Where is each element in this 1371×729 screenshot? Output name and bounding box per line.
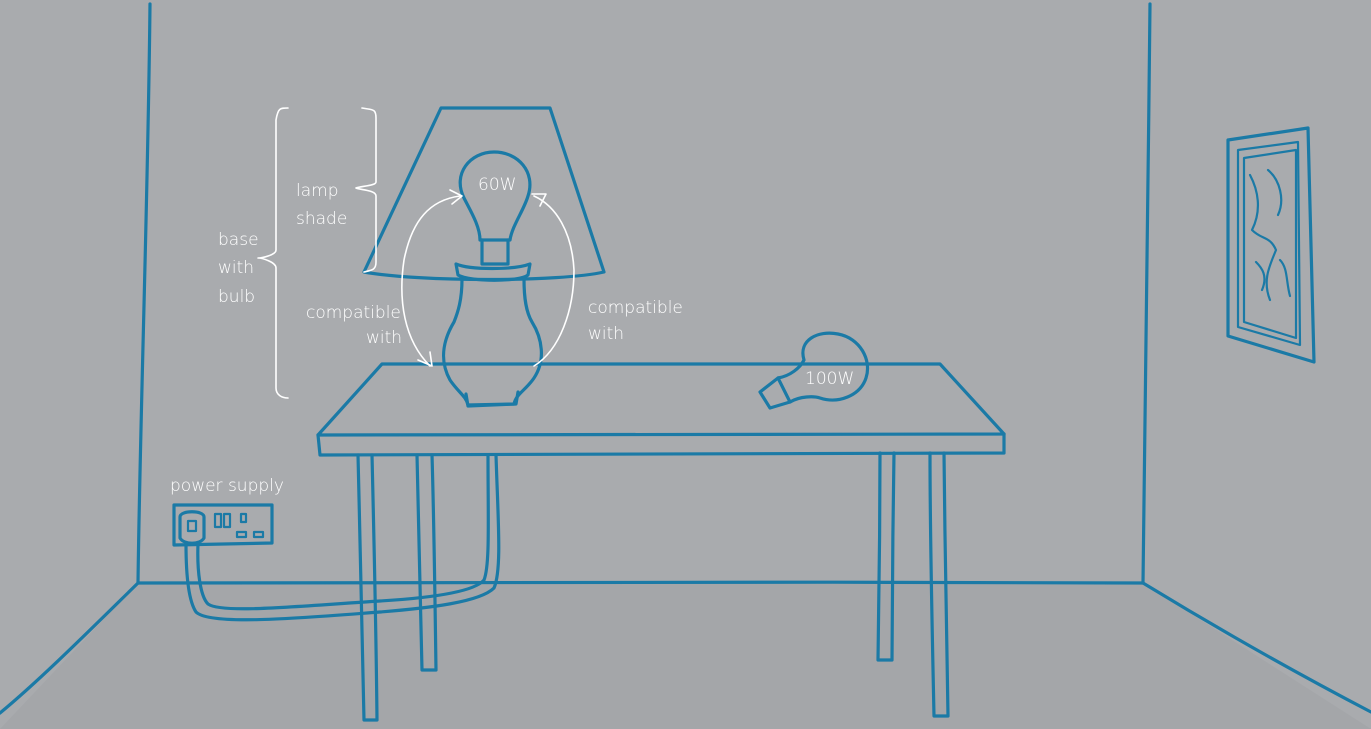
compatible-left-line2: with xyxy=(366,328,402,348)
floor xyxy=(0,583,1371,729)
compatible-left-line1: compatible xyxy=(306,303,401,323)
compatible-right-line1: compatible xyxy=(588,298,683,318)
base-label-line1: base xyxy=(218,230,259,250)
base-label-line2: with xyxy=(218,258,254,278)
lamp-shade-label-line1: lamp xyxy=(296,181,339,201)
base-label-line3: bulb xyxy=(218,287,255,307)
bulb-60w-label: 60W xyxy=(478,175,516,195)
compatible-right-line2: with xyxy=(588,324,624,344)
bulb-100w-label: 100W xyxy=(805,369,854,389)
lamp-shade-label-line2: shade xyxy=(296,209,347,229)
power-supply-label: power supply xyxy=(170,476,284,496)
